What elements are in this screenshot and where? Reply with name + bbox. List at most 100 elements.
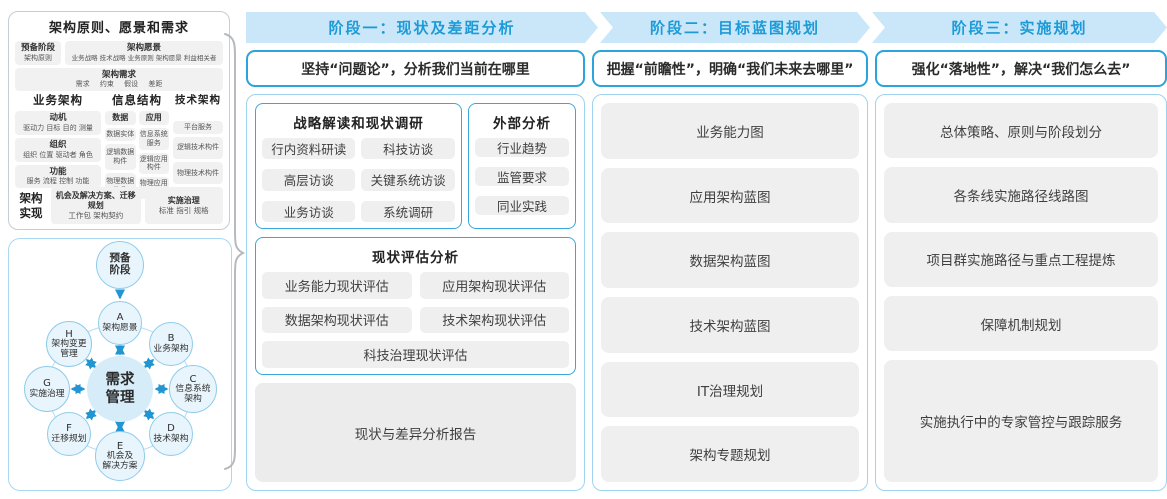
phase3-subtitle-box: 强化“落地性”，解决“我们怎么去” <box>875 50 1167 87</box>
adm-node-label: 信息系统 <box>175 383 211 394</box>
strategy-research-box: 战略解读和现状调研 行内资料研读 科技访谈 高层访谈 关键系统访谈 业务访谈 系… <box>255 103 462 229</box>
phase2-deliverables-list: 业务能力图 应用架构蓝图 数据架构蓝图 技术架构蓝图 IT治理规划 架构专题规划 <box>601 103 859 483</box>
adm-node-label2: 管理 <box>60 348 78 359</box>
requirements-title: 架构需求 <box>101 69 136 80</box>
assessment-item: 技术架构现状评估 <box>419 306 569 334</box>
deliverable-item: 保障机制规划 <box>884 295 1158 352</box>
data-entity-chip: 数据实体 <box>105 128 136 141</box>
motivation-box: 动机 驱动力 目标 目的 测量 <box>15 111 101 135</box>
assessment-box: 现状评估分析 业务能力现状评估 应用架构现状评估 数据架构现状评估 技术架构现状… <box>255 237 576 375</box>
research-item: 业务访谈 <box>262 200 356 222</box>
external-analysis-list: 行业趋势 监管要求 同业实践 <box>474 138 569 222</box>
phase1-header-text: 阶段一：现状及差距分析 <box>328 19 516 37</box>
phase1-top-row: 战略解读和现状调研 行内资料研读 科技访谈 高层访谈 关键系统访谈 业务访谈 系… <box>255 103 576 229</box>
requirements-box: 架构需求 需求 约束 假设 差距 <box>15 67 223 92</box>
information-subcolumns: 数据 数据实体 逻辑数据构件 物理数据构件 应用 信息系统服务 逻辑应用构件 物… <box>105 111 169 199</box>
assessment-item: 科技治理现状评估 <box>262 341 569 368</box>
deliverable-item: 数据架构蓝图 <box>601 232 859 289</box>
adm-node-h-change-management: H 架构变更 管理 <box>46 321 92 367</box>
requirements-sub: 需求 约束 假设 差距 <box>75 80 163 89</box>
deliverable-item: 业务能力图 <box>601 103 859 159</box>
prep-stage-box: 预备阶段 架构原则 <box>15 41 61 65</box>
organization-title: 组织 <box>49 139 67 150</box>
vision-sub: 业务战略 技术战略 业务原则 架构愿景 利益相关者 <box>71 53 217 62</box>
external-item: 监管要求 <box>474 167 569 186</box>
technology-architecture-column: 技术架构 平台服务 逻辑技术构件 物理技术构件 <box>173 94 223 184</box>
adm-node-g-governance: G 实施治理 <box>24 366 70 412</box>
phase2-content-panel: 业务能力图 应用架构蓝图 数据架构蓝图 技术架构蓝图 IT治理规划 架构专题规划 <box>592 94 868 491</box>
assessment-item: 业务能力现状评估 <box>262 272 412 299</box>
application-subcolumn: 应用 信息系统服务 逻辑应用构件 物理应用构件 <box>138 111 169 199</box>
principles-panel-title: 架构原则、愿景和需求 <box>48 21 189 36</box>
adm-prep-label: 预备阶段 <box>109 252 131 276</box>
data-header: 数据 <box>105 111 136 126</box>
motivation-sub: 驱动力 目标 目的 测量 <box>23 123 93 132</box>
business-architecture-column: 业务架构 动机 驱动力 目标 目的 测量 组织 组织 位置 驱动者 角色 功能 … <box>15 93 101 189</box>
phase2-subtitle-text: 把握“前瞻性”，明确“我们未来去哪里” <box>606 61 854 78</box>
adm-center-requirements-management: 需求管理 <box>87 356 153 422</box>
function-sub: 服务 流程 控制 功能 <box>26 177 90 186</box>
information-structure-title: 信息结构 <box>112 93 162 108</box>
organization-sub: 组织 位置 驱动者 角色 <box>23 150 93 159</box>
adm-node-label: 实施治理 <box>29 388 65 399</box>
architecture-realization-row: 架构实现 机会及解决方案、迁移规划 工作包 架构契约 实施治理 标准 指引 规格 <box>15 187 223 224</box>
deliverable-item: 架构专题规划 <box>601 426 859 483</box>
adm-node-letter: H <box>65 328 73 340</box>
opportunity-sub: 工作包 架构契约 <box>68 210 124 220</box>
realization-label: 架构实现 <box>19 191 43 220</box>
logical-data-chip: 逻辑数据构件 <box>105 143 136 170</box>
deliverable-item: 实施执行中的专家管控与跟踪服务 <box>884 360 1158 483</box>
adm-node-a-vision: A 架构愿景 <box>98 301 142 345</box>
adm-node-d-technology: D 技术架构 <box>149 412 193 456</box>
platform-service-chip: 平台服务 <box>173 121 223 134</box>
business-architecture-title: 业务架构 <box>33 93 83 108</box>
phase3-content-panel: 总体策略、原则与阶段划分 各条线实施路径线路图 项目群实施路径与重点工程提炼 保… <box>875 94 1167 491</box>
phase3-subtitle-text: 强化“落地性”，解决“我们怎么去” <box>911 61 1131 78</box>
external-item: 行业趋势 <box>474 138 569 157</box>
adm-prep-stage-circle: 预备阶段 <box>96 241 144 289</box>
deliverable-item: 各条线实施路径线路图 <box>884 167 1158 223</box>
architecture-domains-row: 业务架构 动机 驱动力 目标 目的 测量 组织 组织 位置 驱动者 角色 功能 … <box>15 93 223 199</box>
adm-node-c-information-systems: C 信息系统 架构 <box>169 365 217 413</box>
data-subcolumn: 数据 数据实体 逻辑数据构件 物理数据构件 <box>105 111 136 199</box>
function-title: 功能 <box>49 166 67 177</box>
adm-node-letter: G <box>43 378 51 390</box>
physical-tech-chip: 物理技术构件 <box>173 161 223 184</box>
phase2-subtitle-box: 把握“前瞻性”，明确“我们未来去哪里” <box>592 50 868 87</box>
prep-stage-sub: 架构原则 <box>24 53 52 62</box>
governance-sub: 标准 指引 规格 <box>158 205 209 215</box>
research-item: 高层访谈 <box>262 169 356 191</box>
information-structure-column: 信息结构 数据 数据实体 逻辑数据构件 物理数据构件 应用 信息系统服务 逻辑应… <box>105 93 169 199</box>
research-item: 系统调研 <box>361 200 455 222</box>
implementation-governance-box: 实施治理 标准 指引 规格 <box>144 187 223 224</box>
phase2-header-band: 阶段二：目标蓝图规划 <box>600 12 870 43</box>
strategy-research-title: 战略解读和现状调研 <box>293 116 424 132</box>
deliverable-item: 项目群实施路径与重点工程提炼 <box>884 231 1158 287</box>
research-item: 科技访谈 <box>361 138 455 160</box>
adm-node-label: 架构愿景 <box>102 322 138 333</box>
phase3-deliverables-list: 总体策略、原则与阶段划分 各条线实施路径线路图 项目群实施路径与重点工程提炼 保… <box>884 103 1158 483</box>
adm-node-b-business: B 业务架构 <box>149 322 193 366</box>
adm-node-label: 机会及 <box>106 450 134 461</box>
deliverable-item: 应用架构蓝图 <box>601 167 859 224</box>
grouping-brace <box>224 33 246 470</box>
assessment-grid: 业务能力现状评估 应用架构现状评估 数据架构现状评估 技术架构现状评估 科技治理… <box>262 272 569 368</box>
external-analysis-box: 外部分析 行业趋势 监管要求 同业实践 <box>467 103 576 229</box>
adm-node-letter: F <box>66 423 72 435</box>
architecture-principles-panel: 架构原则、愿景和需求 预备阶段 架构原则 架构愿景 业务战略 技术战略 业务原则… <box>8 11 230 230</box>
phase1-subtitle-box: 坚持“问题论”，分析我们当前在哪里 <box>246 50 585 87</box>
governance-title: 实施治理 <box>167 195 200 205</box>
research-item: 关键系统访谈 <box>361 169 455 191</box>
assessment-item: 数据架构现状评估 <box>262 306 412 334</box>
adm-node-label: 业务架构 <box>153 343 189 354</box>
adm-node-letter: C <box>189 373 197 385</box>
phase1-subtitle-text: 坚持“问题论”，分析我们当前在哪里 <box>301 61 530 78</box>
organization-box: 组织 组织 位置 驱动者 角色 <box>15 137 101 162</box>
logical-tech-chip: 逻辑技术构件 <box>173 136 223 159</box>
phase1-content-panel: 战略解读和现状调研 行内资料研读 科技访谈 高层访谈 关键系统访谈 业务访谈 系… <box>246 94 585 491</box>
assessment-item: 应用架构现状评估 <box>419 272 569 299</box>
phase3-header-band: 阶段三：实施规划 <box>872 12 1167 43</box>
prep-vision-row: 预备阶段 架构原则 架构愿景 业务战略 技术战略 业务原则 架构愿景 利益相关者 <box>15 41 223 65</box>
vision-box: 架构愿景 业务战略 技术战略 业务原则 架构愿景 利益相关者 <box>65 41 223 65</box>
